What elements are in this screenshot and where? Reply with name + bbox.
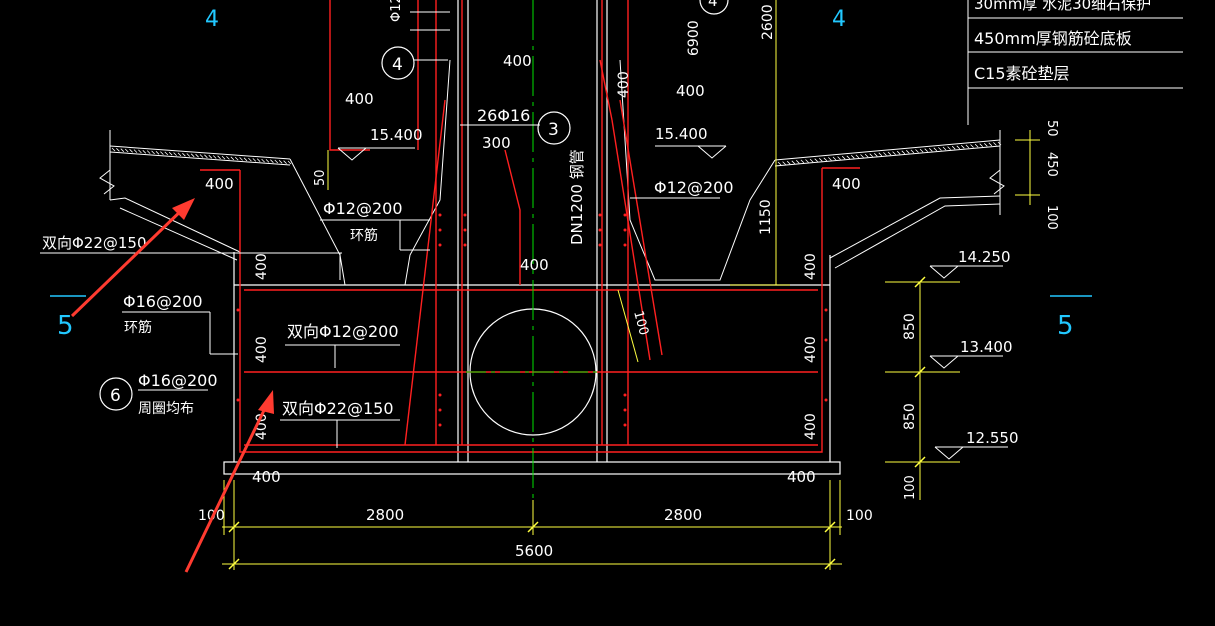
drawing-labels: Φ12 400 400 400 6900 2600 400 26Φ16 300 … — [42, 0, 1059, 560]
label-400-bottom-right: 400 — [787, 468, 816, 486]
label-6900: 6900 — [686, 20, 702, 56]
label-phi-top: Φ12 — [389, 0, 404, 22]
annotation-arrows — [70, 198, 274, 573]
label-double-22-150-bottom: 双向Φ22@150 — [282, 399, 394, 418]
label-450-right: 450 — [1044, 152, 1059, 177]
callout-4: 4 — [392, 55, 403, 75]
label-circ-even: 周圈均布 — [138, 401, 194, 417]
leader-lines — [40, 11, 720, 448]
label-100-right-dim: 100 — [846, 508, 873, 524]
legend-line-1: 30mm厚 水泥30细石保护 — [974, 0, 1151, 13]
label-1150: 1150 — [758, 199, 774, 235]
label-400-right-top: 400 — [832, 175, 861, 193]
label-elev-14250: 14.250 — [958, 248, 1011, 266]
label-100-diag: 100 — [630, 309, 651, 337]
label-850-b: 850 — [902, 403, 918, 430]
label-400-c: 400 — [676, 82, 705, 100]
label-400-side-r2: 400 — [803, 336, 819, 363]
section-mark-top-left: 4 — [205, 7, 219, 32]
label-elev-15400-right: 15.400 — [655, 125, 708, 143]
callout-3: 3 — [548, 120, 559, 140]
callout-circles — [99, 0, 729, 411]
ground-hatch — [111, 141, 1002, 166]
label-elev-13400: 13.400 — [960, 338, 1013, 356]
label-400-a: 400 — [345, 90, 374, 108]
label-400-b: 400 — [503, 52, 532, 70]
rebar-dots — [236, 213, 828, 427]
section-mark-top-right: 4 — [832, 7, 846, 32]
label-26-phi16: 26Φ16 — [477, 106, 530, 125]
label-double-12-200: 双向Φ12@200 — [287, 322, 399, 341]
label-50-right: 50 — [1044, 120, 1059, 137]
label-elev-12550: 12.550 — [966, 429, 1019, 447]
label-400-vertical: 400 — [616, 71, 632, 98]
label-2800-left: 2800 — [366, 506, 404, 524]
label-400-left-top: 400 — [205, 175, 234, 193]
label-850-a: 850 — [902, 313, 918, 340]
label-100-right: 100 — [1044, 205, 1059, 230]
label-ring-bar-1: 环筋 — [350, 227, 378, 244]
dimension-ticks — [228, 276, 926, 570]
section-mark-right: 5 — [1057, 311, 1074, 341]
ground-slope-lines — [99, 59, 1005, 286]
elevation-symbols — [337, 145, 1008, 460]
label-2800-right: 2800 — [664, 506, 702, 524]
label-phi12-200-right: Φ12@200 — [654, 178, 734, 197]
rebar-lines — [200, 0, 860, 453]
label-400-center: 400 — [520, 256, 549, 274]
label-300: 300 — [482, 134, 511, 152]
label-phi16-200-b: Φ16@200 — [138, 371, 218, 390]
label-phi12-200-left: Φ12@200 — [323, 199, 403, 218]
label-dn1200: DN1200 钢管 — [568, 149, 586, 245]
label-50-left: 50 — [313, 169, 328, 186]
centerline — [466, 0, 600, 500]
legend-line-2: 450mm厚钢筋砼底板 — [974, 29, 1132, 48]
label-400-side-l1: 400 — [254, 253, 270, 280]
label-400-bottom-left: 400 — [252, 468, 281, 486]
callout-4-top-right: 4 — [708, 0, 718, 10]
label-400-side-l2: 400 — [254, 336, 270, 363]
label-2600: 2600 — [760, 4, 776, 40]
label-400-side-r1: 400 — [803, 253, 819, 280]
legend-line-3: C15素砼垫层 — [974, 64, 1070, 83]
label-phi16-200: Φ16@200 — [123, 292, 203, 311]
section-mark-left: 5 — [57, 311, 74, 341]
label-elev-15400-left: 15.400 — [370, 126, 423, 144]
label-5600: 5600 — [515, 542, 553, 560]
label-ring-bar-2: 环筋 — [124, 319, 152, 336]
label-100-right-low: 100 — [903, 475, 918, 500]
callout-6: 6 — [110, 386, 121, 406]
label-400-side-r3: 400 — [803, 413, 819, 440]
legend-table — [967, 0, 1183, 125]
label-double-22-150-top: 双向Φ22@150 — [42, 234, 147, 252]
